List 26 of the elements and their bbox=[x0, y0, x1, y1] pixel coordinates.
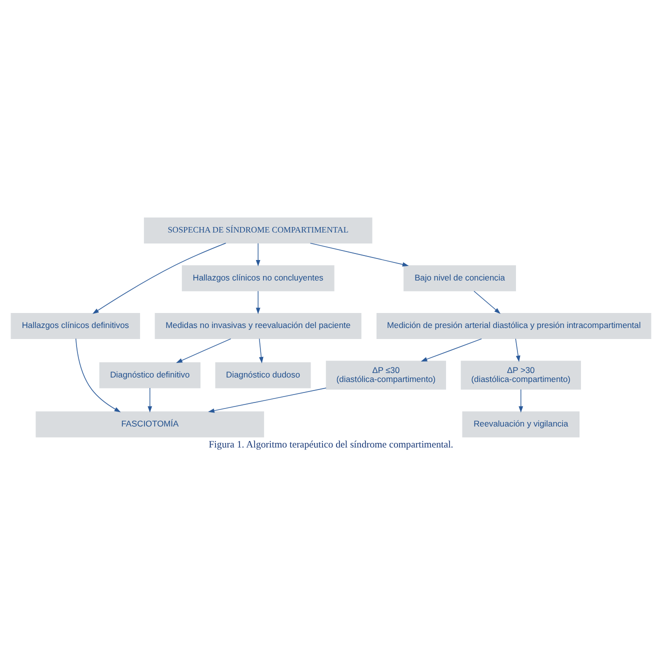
arrow bbox=[420, 338, 482, 362]
arrow bbox=[75, 338, 121, 412]
arrow bbox=[256, 243, 260, 266]
node-box: ΔP >30 (diastólica-compartimento) bbox=[460, 360, 581, 390]
arrow bbox=[256, 290, 260, 314]
node-box: SOSPECHA DE SÍNDROME COMPARTIMENTAL bbox=[144, 217, 372, 244]
node-box: Medición de presión arterial diastólica y presión intracompartimental bbox=[376, 313, 652, 340]
arrow bbox=[176, 338, 232, 363]
arrow bbox=[208, 388, 326, 413]
arrow bbox=[474, 290, 501, 314]
caption: Figura 1. Algoritmo terapéutico del síndrome compartimental. bbox=[208, 440, 454, 451]
arrow bbox=[92, 242, 226, 314]
node-box: FASCIOTOMÍA bbox=[36, 411, 264, 438]
node-box: Hallazgos clínicos definitivos bbox=[10, 313, 140, 340]
arrow bbox=[259, 338, 264, 364]
node-box: Medidas no invasivas y reevaluación del paciente bbox=[154, 313, 362, 340]
arrow bbox=[148, 388, 152, 413]
node-box: ΔP ≤30 (diastólica-compartimento) bbox=[326, 360, 446, 390]
node-box: Diagnóstico dudoso bbox=[215, 362, 311, 388]
arrow bbox=[310, 242, 409, 267]
node-box: Reevaluación y vigilancia bbox=[462, 411, 580, 438]
node-box: Bajo nivel de conciencia bbox=[404, 265, 516, 292]
node-box: Diagnóstico definitivo bbox=[99, 362, 200, 388]
arrow bbox=[515, 338, 520, 362]
node-box: Hallazgos clínicos no concluyentes bbox=[182, 265, 334, 292]
arrow bbox=[518, 389, 524, 413]
